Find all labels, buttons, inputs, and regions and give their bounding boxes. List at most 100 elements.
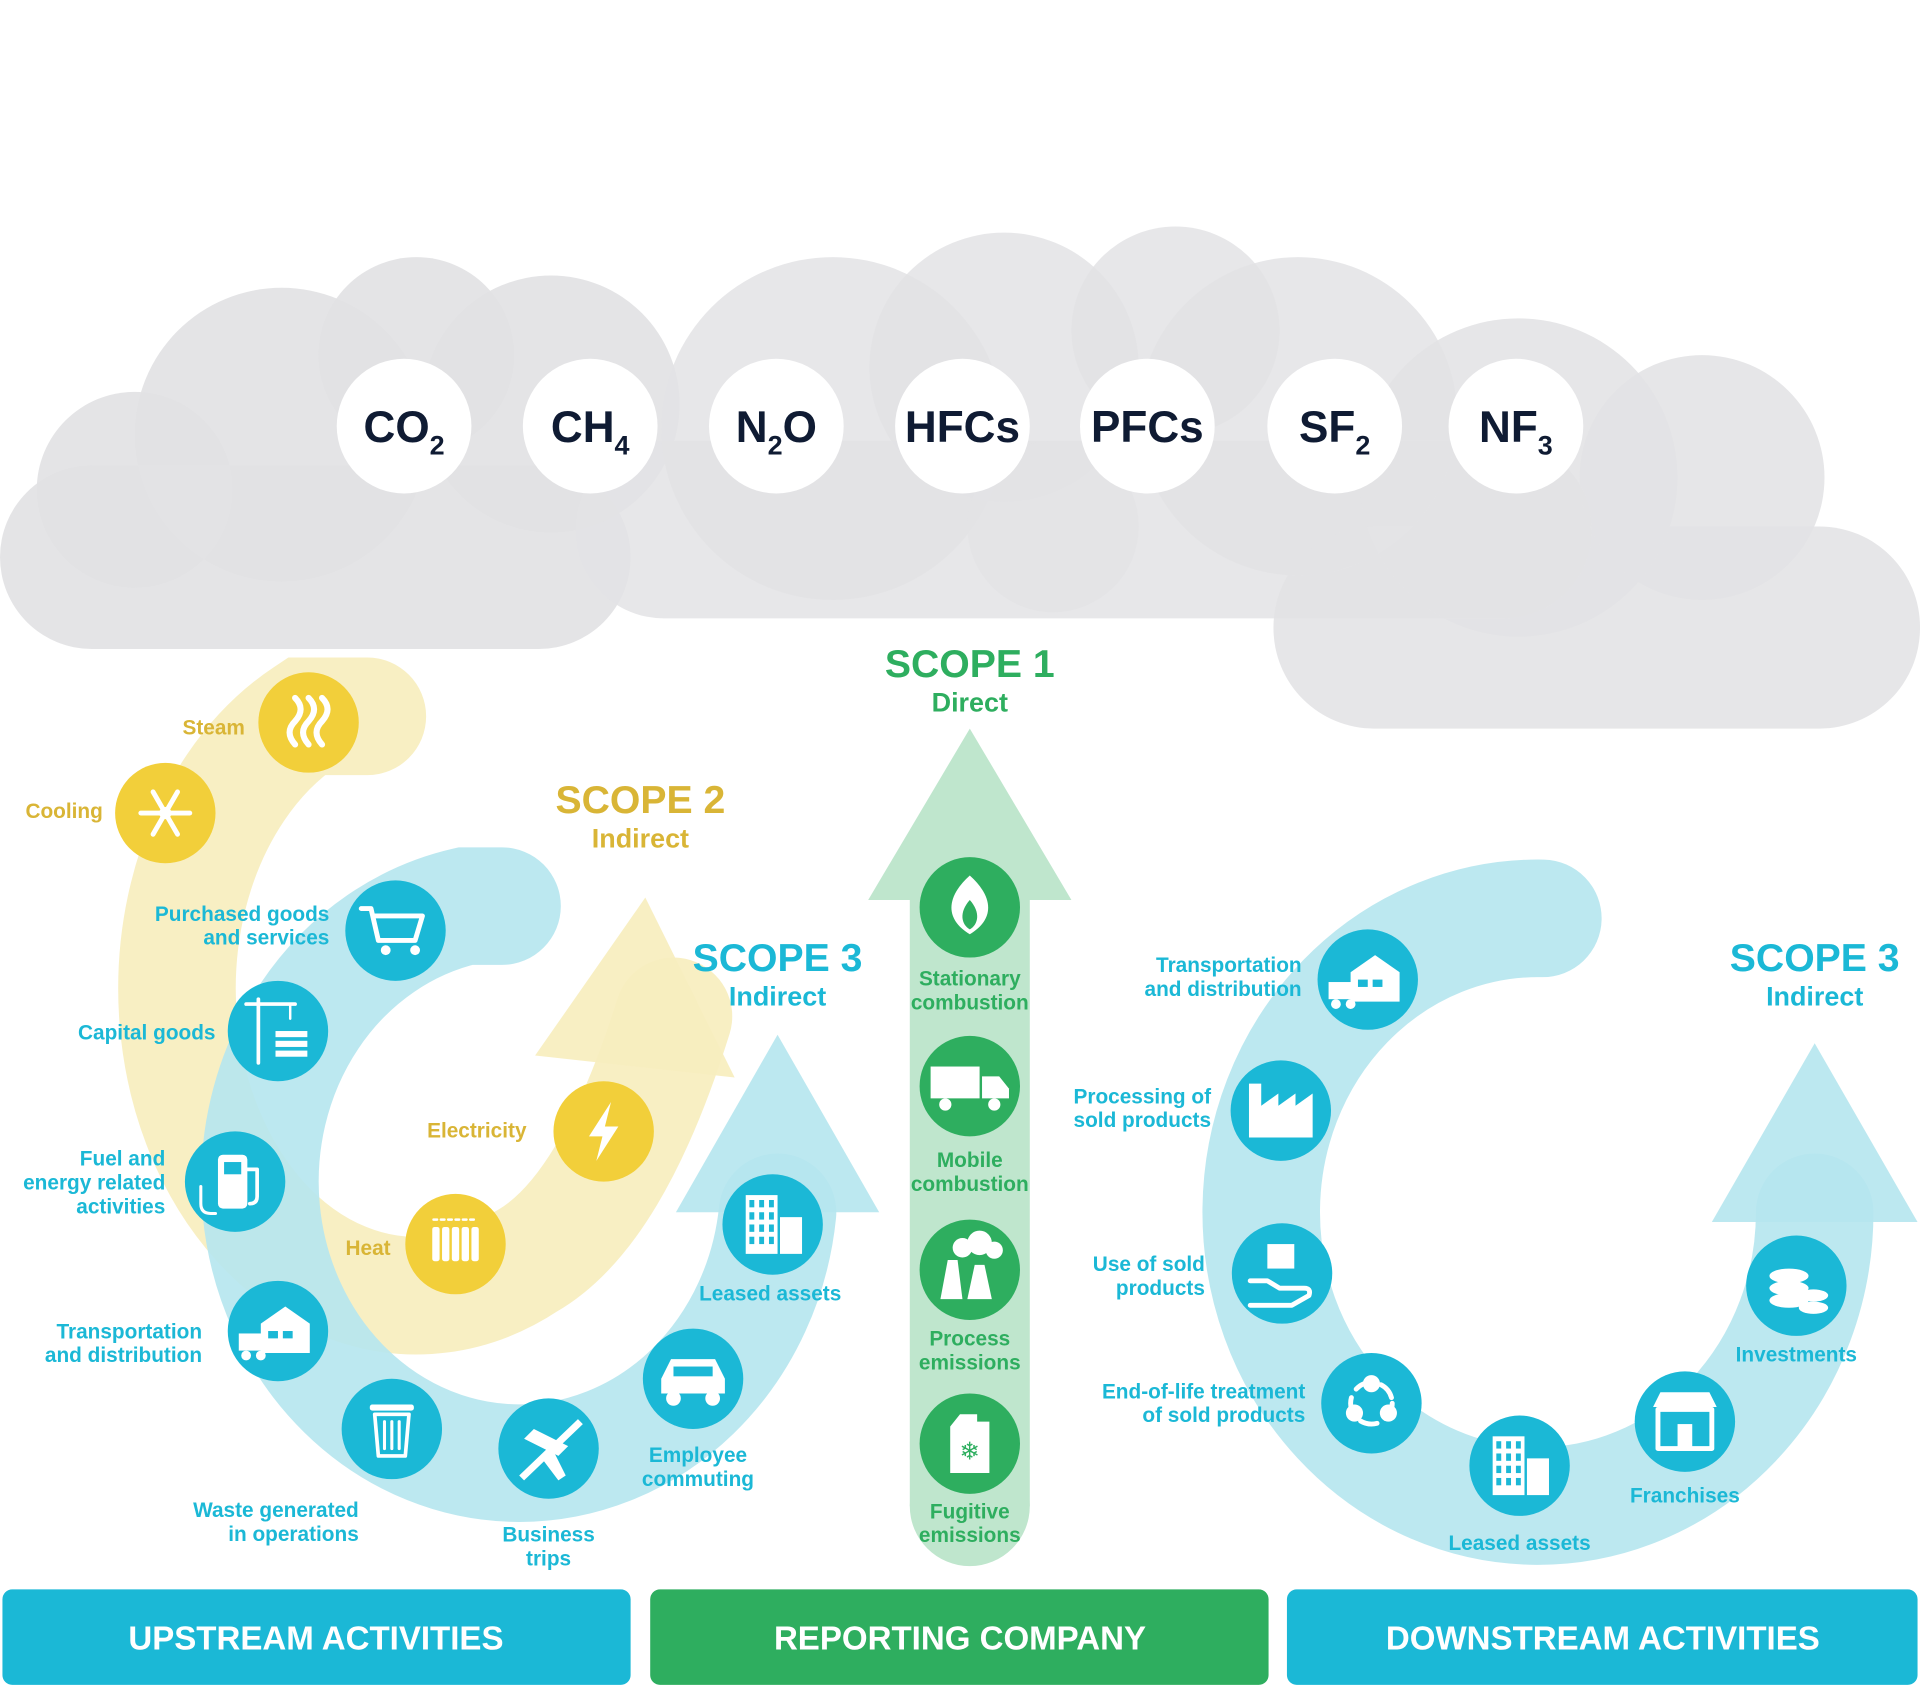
warehouse-truck-icon (1328, 955, 1400, 1009)
gas-pfcs: PFCs (1080, 358, 1215, 494)
truck-icon (930, 1066, 1009, 1111)
category-buildings: Leased assets (1448, 1415, 1591, 1555)
gas-bubble (895, 358, 1030, 494)
category-crane: Capital goods (78, 980, 329, 1082)
car-icon (661, 1359, 725, 1406)
category-label: Leased assets (699, 1282, 841, 1305)
reporting-company-bar-label: REPORTING COMPANY (774, 1620, 1146, 1657)
category-snowflake: Cooling (25, 762, 216, 864)
scope2-subtitle: Indirect (592, 823, 689, 853)
category-label: Cooling (25, 800, 102, 823)
crane-icon (244, 997, 308, 1065)
gas-sf2: SF2 (1267, 358, 1403, 494)
category-radiator: Heat (346, 1193, 506, 1295)
category-coins: Investments (1736, 1235, 1857, 1367)
gas-formula: CH4 (551, 403, 630, 460)
buildings-icon (1492, 1436, 1549, 1496)
category-label: Electricity (427, 1120, 527, 1143)
category-bubble (345, 880, 446, 981)
gas-formula: HFCs (905, 403, 1020, 452)
gas-formula: PFCs (1091, 403, 1204, 452)
reporting-company-bar (650, 1589, 1269, 1685)
bottom-bars: UPSTREAM ACTIVITIES REPORTING COMPANY DO… (2, 1589, 1918, 1685)
gas-n2o: N2O (708, 358, 844, 494)
scope1-subtitle: Direct (932, 687, 1008, 717)
factory-icon (1248, 1083, 1313, 1138)
steam-icon (286, 694, 331, 748)
scope2-title: SCOPE 2 (556, 779, 726, 822)
category-storefront: Franchises (1630, 1371, 1740, 1507)
scope1-arrow (868, 728, 1072, 1567)
gas-nf3: NF3 (1448, 358, 1584, 494)
canister-icon: ❄ (950, 1414, 990, 1474)
category-label: Steam (182, 717, 244, 740)
cart-icon (358, 906, 425, 956)
airplane-icon (519, 1419, 583, 1481)
fuel-pump-icon (199, 1154, 259, 1216)
downstream-bar-label: DOWNSTREAM ACTIVITIES (1386, 1620, 1820, 1657)
gas-co2: CO2 (336, 358, 472, 494)
svg-text:❄: ❄ (960, 1439, 981, 1466)
category-label: Heat (346, 1237, 391, 1260)
scope3-downstream-title: SCOPE 3 (1730, 937, 1900, 980)
category-label: Investments (1736, 1344, 1857, 1367)
gas-bubble (1267, 358, 1403, 494)
category-lightning: Electricity (427, 1081, 654, 1182)
category-label: Franchises (1630, 1484, 1740, 1507)
category-bubble (1231, 1223, 1333, 1324)
category-label: Capital goods (78, 1022, 216, 1045)
scope3-upstream-title: SCOPE 3 (693, 937, 863, 980)
scope3-downstream-subtitle: Indirect (1766, 981, 1863, 1011)
coins-icon (1769, 1268, 1829, 1314)
gas-bubble (1448, 358, 1584, 494)
gas-formula: CO2 (364, 403, 445, 460)
upstream-bar (2, 1589, 631, 1685)
category-steam: Steam (182, 672, 359, 773)
category-bubble (919, 1219, 1021, 1321)
gas-hfcs: HFCs (895, 358, 1030, 494)
gas-formula: SF2 (1299, 403, 1370, 460)
flame-icon (951, 875, 989, 935)
gas-bubble (708, 358, 844, 494)
downstream-bar (1286, 1589, 1918, 1685)
category-label: Leased assets (1448, 1532, 1590, 1555)
recycle-icon (1345, 1375, 1397, 1427)
warehouse-truck-icon (238, 1306, 310, 1361)
radiator-icon (432, 1218, 479, 1262)
lightning-icon (588, 1102, 619, 1161)
upstream-bar-label: UPSTREAM ACTIVITIES (128, 1620, 503, 1657)
gas-list: CO2 CH4 N2O HFCs PFCs SF2 NF3 (336, 358, 1584, 494)
gas-ch4: CH4 (522, 358, 658, 494)
gas-bubble (522, 358, 658, 494)
snowflake-icon (138, 789, 193, 837)
